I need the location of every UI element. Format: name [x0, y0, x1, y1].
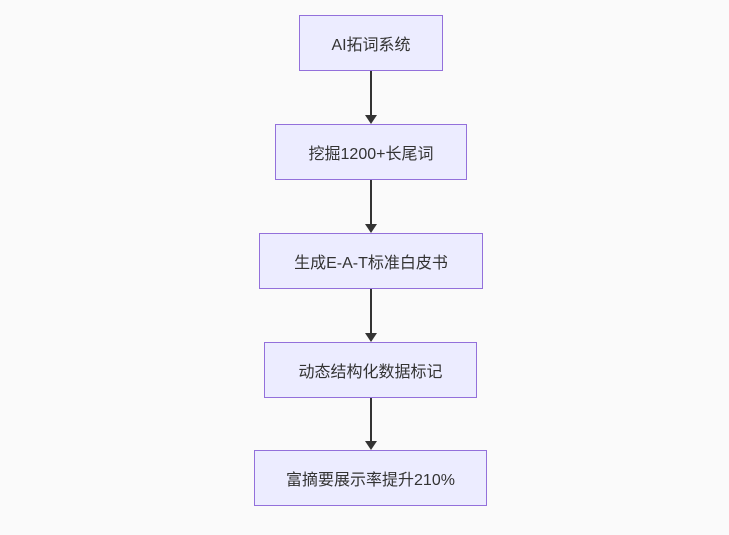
arrowhead-icon — [365, 115, 377, 124]
arrow-line — [370, 289, 372, 333]
arrow-down-icon — [365, 71, 377, 124]
arrow-down-icon — [365, 289, 377, 342]
arrow-line — [370, 71, 372, 115]
flowchart-node-rich-snippet-rate: 富摘要展示率提升210% — [254, 450, 487, 506]
arrowhead-icon — [365, 441, 377, 450]
flowchart-node-structured-data: 动态结构化数据标记 — [264, 342, 477, 398]
node-label: 动态结构化数据标记 — [298, 364, 443, 381]
node-label: 挖掘1200+长尾词 — [308, 146, 434, 163]
flowchart-node-ai-word-system: AI拓词系统 — [299, 15, 443, 71]
flowchart-node-longtail-mining: 挖掘1200+长尾词 — [275, 124, 467, 180]
node-label: AI拓词系统 — [331, 37, 411, 54]
arrow-line — [370, 398, 372, 441]
flowchart-node-eat-whitepaper: 生成E-A-T标准白皮书 — [259, 233, 483, 289]
arrow-line — [370, 180, 372, 224]
arrow-down-icon — [365, 398, 377, 450]
arrowhead-icon — [365, 224, 377, 233]
node-label: 生成E-A-T标准白皮书 — [294, 255, 448, 272]
node-label: 富摘要展示率提升210% — [286, 472, 455, 489]
arrowhead-icon — [365, 333, 377, 342]
arrow-down-icon — [365, 180, 377, 233]
